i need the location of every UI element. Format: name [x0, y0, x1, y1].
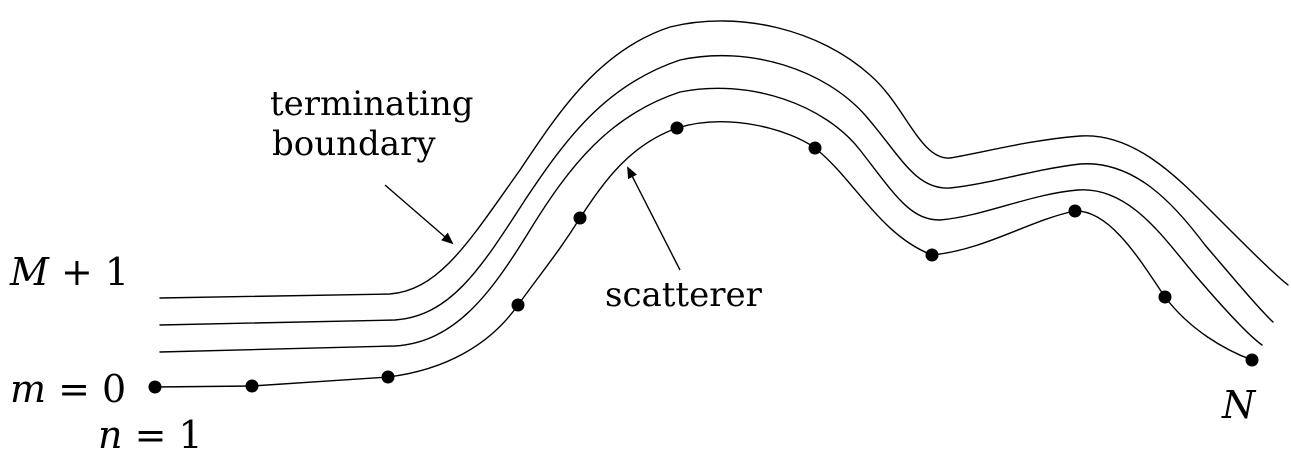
terminating-label-line2: boundary — [272, 124, 436, 164]
node-5 — [573, 211, 587, 225]
node-6 — [670, 121, 684, 135]
scatterer-label: scatterer — [605, 275, 763, 315]
node-4 — [511, 298, 525, 312]
node-2 — [245, 379, 259, 393]
terminating-boundary-curve — [159, 20, 1289, 299]
top-index-label: M + 1 — [9, 250, 129, 294]
node-10 — [1158, 290, 1172, 304]
node-8 — [925, 248, 939, 262]
node-9 — [1068, 204, 1082, 218]
terminating-label-line1: terminating — [270, 84, 474, 124]
grid-line-2 — [159, 54, 1274, 326]
terminating-boundary-arrow — [384, 184, 454, 245]
n-index-label: n = 1 — [98, 413, 203, 455]
node-11 — [1245, 353, 1259, 367]
m-index-label: m = 0 — [10, 367, 126, 411]
node-3 — [381, 370, 395, 384]
node-7 — [808, 141, 822, 155]
scatterer-nodes — [148, 121, 1259, 394]
end-node-label: N — [1221, 383, 1257, 427]
scatterer-arrow — [627, 166, 681, 271]
node-1 — [148, 380, 162, 394]
grid-line-3 — [159, 87, 1263, 353]
